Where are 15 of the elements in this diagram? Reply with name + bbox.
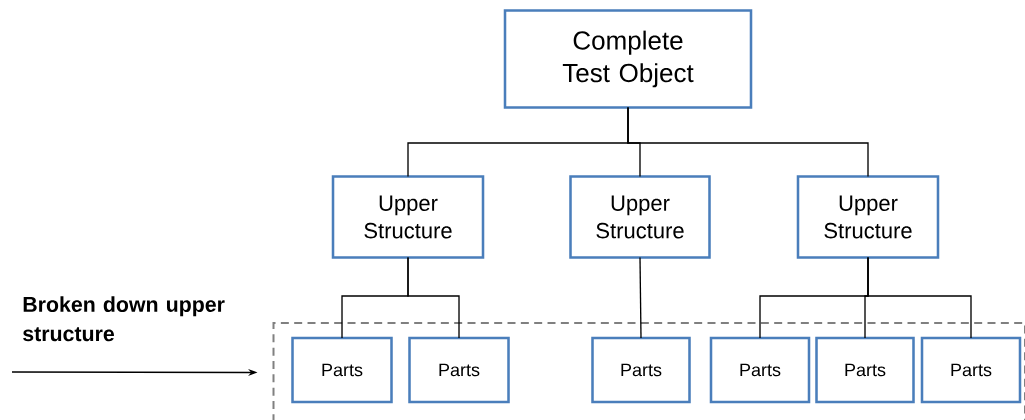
side-label: Broken down upper structure (23, 296, 225, 342)
structure-box: Upper Structure (569, 175, 711, 259)
parts-box: Parts (709, 336, 811, 404)
parts-box: Parts (920, 336, 1022, 404)
parts-box: Parts (591, 336, 691, 404)
connector-line (639, 256, 642, 339)
connector-line (867, 256, 972, 339)
connector-line (407, 256, 460, 339)
parts-box: Parts (291, 336, 393, 404)
connector-line (627, 106, 869, 178)
parts-box: Parts (408, 336, 510, 404)
structure-box: Upper Structure (796, 175, 940, 259)
parts-box: Parts (815, 336, 915, 404)
structure-box: Upper Structure (331, 175, 485, 259)
object-box: Complete Test Object (503, 9, 753, 109)
